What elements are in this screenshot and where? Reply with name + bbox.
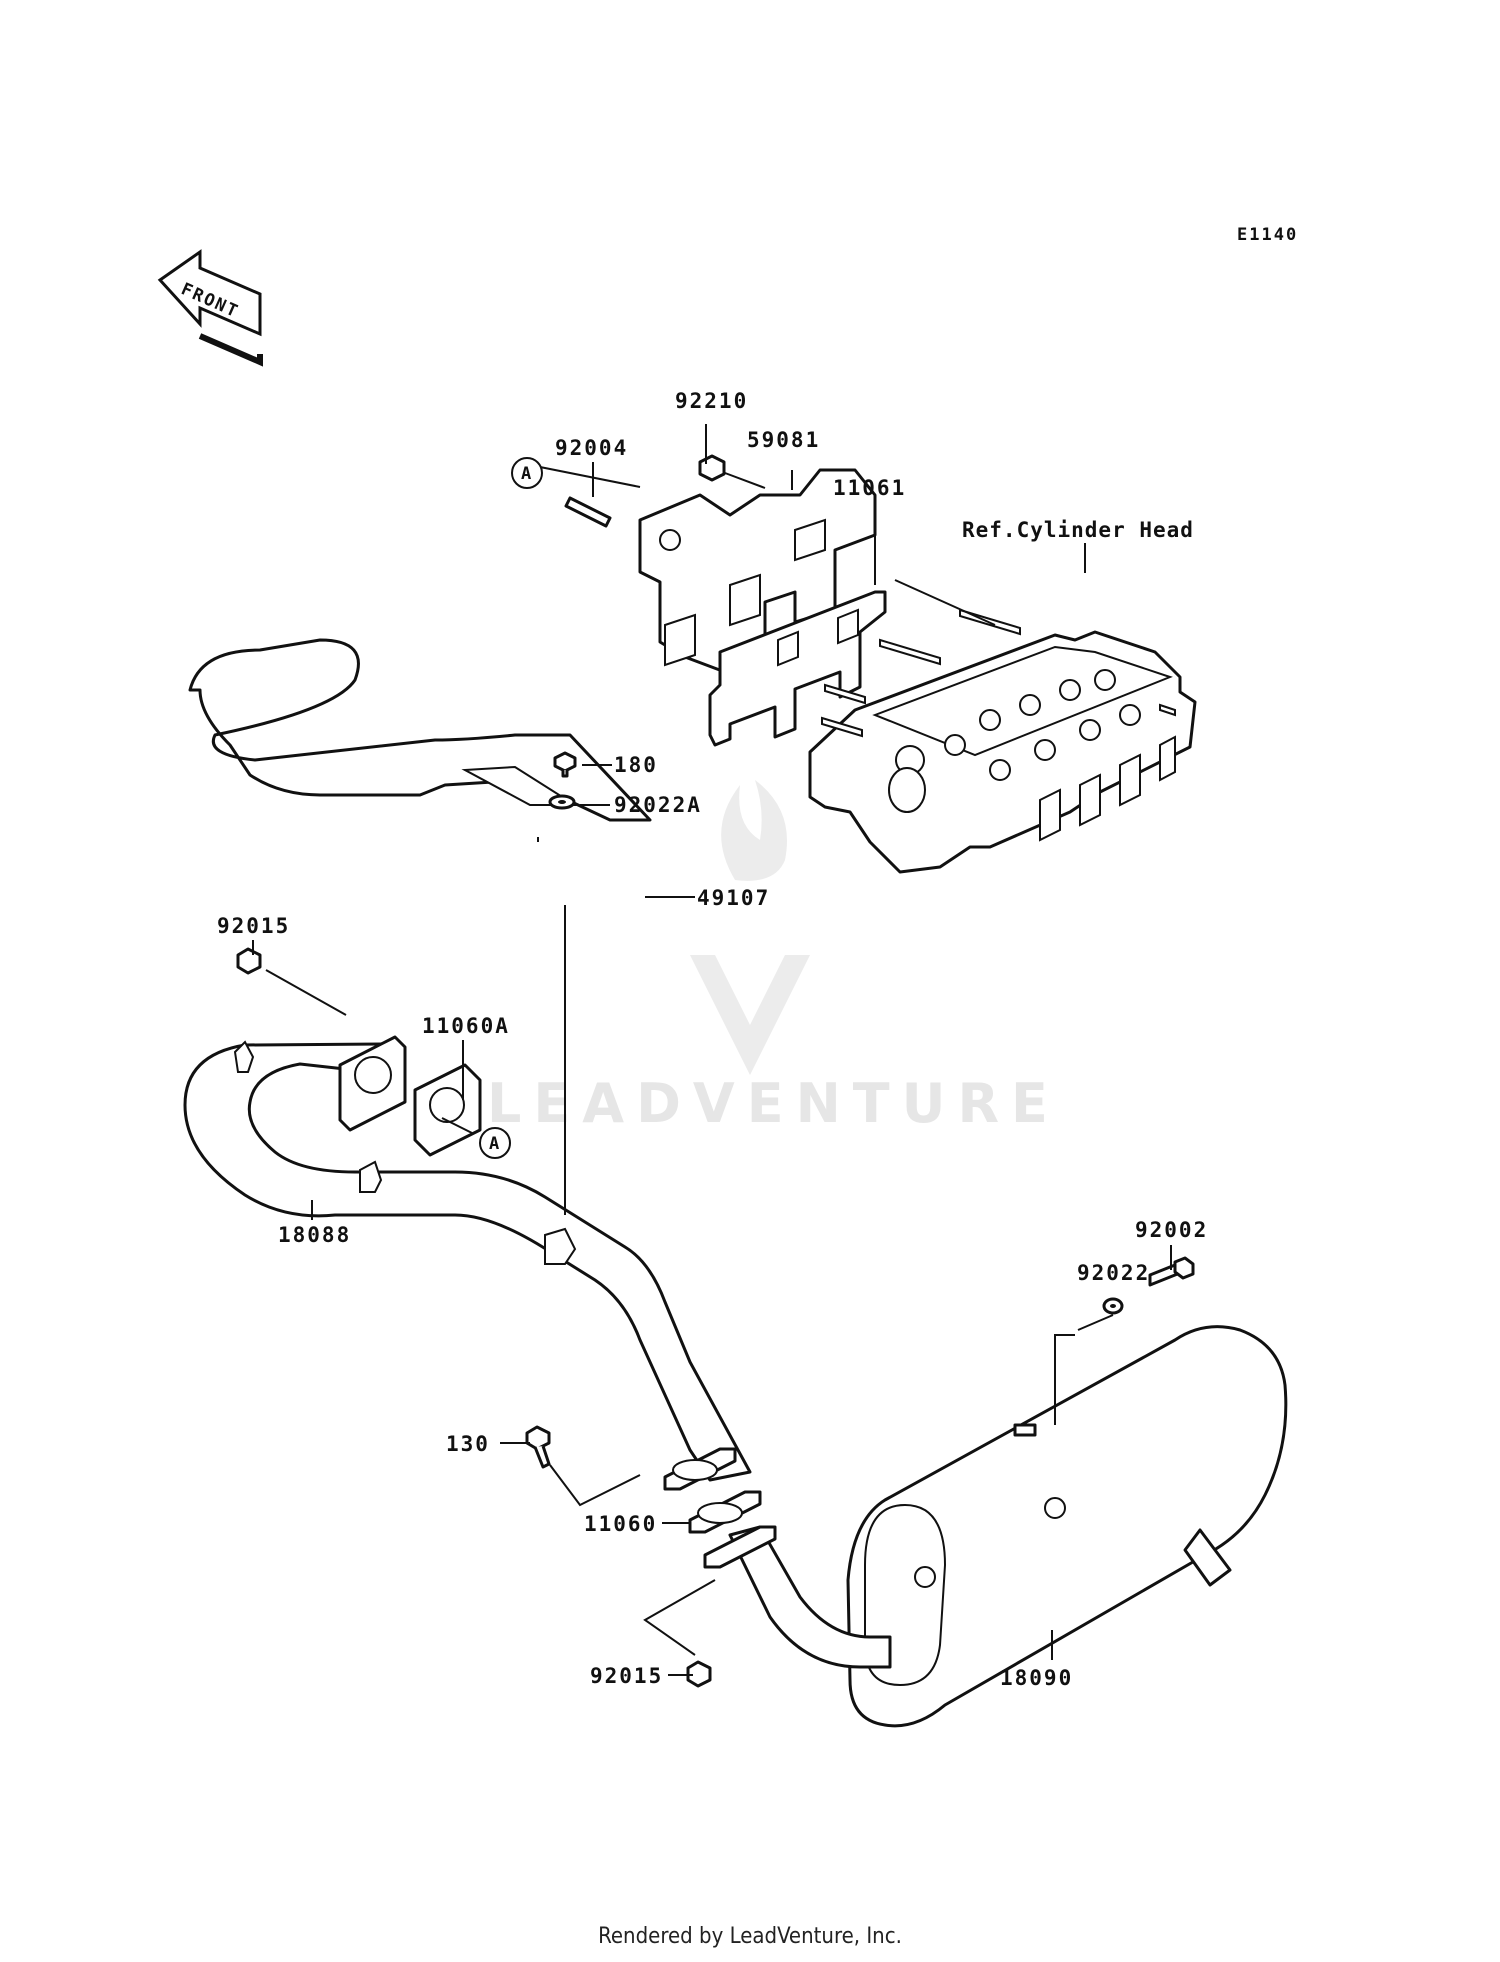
muffler-18090: [703, 1325, 1288, 1728]
footer-credit: Rendered by LeadVenture, Inc.: [598, 1924, 902, 1949]
bolt-130-icon: [525, 1425, 551, 1469]
part-label-11060a: 11060A: [422, 1014, 510, 1038]
callout-a-bottom: A: [479, 1127, 511, 1159]
part-label-11061: 11061: [833, 476, 906, 500]
muffler-bracket-49107: [188, 638, 652, 842]
gasket-11061: [708, 590, 887, 747]
nut-92015-top-icon: [236, 947, 262, 975]
part-label-180: 180: [614, 753, 658, 777]
pipe-flange-top: [338, 1035, 407, 1132]
part-label-49107: 49107: [697, 886, 770, 910]
front-arrow-icon: FRONT: [157, 249, 263, 367]
washer-92022-icon: [1102, 1297, 1124, 1315]
part-label-92015-bottom: 92015: [590, 1664, 663, 1688]
watermark-text: LEADVENTURE: [487, 1072, 1060, 1135]
watermark: LEADVENTURE: [487, 780, 1060, 1135]
part-label-92015-top: 92015: [217, 914, 290, 938]
exhaust-manifold: [638, 468, 877, 674]
part-label-18090: 18090: [1000, 1666, 1073, 1690]
part-label-18088: 18088: [278, 1223, 351, 1247]
diagram-code: E1140: [1237, 225, 1298, 245]
svg-text:A: A: [521, 464, 533, 484]
stud-92004-icon: [564, 496, 612, 528]
svg-text:A: A: [489, 1134, 501, 1154]
gasket-11060a: [413, 1063, 482, 1157]
reference-label: Ref.Cylinder Head: [962, 518, 1194, 542]
part-label-59081: 59081: [747, 428, 820, 452]
bolt-180-icon: [553, 751, 577, 778]
cylinder-head: [808, 608, 1197, 874]
nut-92210-icon: [698, 454, 726, 482]
leader-lines: [252, 424, 1172, 1676]
part-label-92022: 92022: [1077, 1261, 1150, 1285]
part-label-130: 130: [446, 1432, 490, 1456]
exhaust-pipe-18088: [183, 1040, 752, 1482]
nut-92015-bottom-icon: [686, 1660, 712, 1688]
part-label-11060: 11060: [584, 1512, 657, 1536]
part-label-92002: 92002: [1135, 1218, 1208, 1242]
gasket-11060: [663, 1447, 762, 1534]
part-label-92022a: 92022A: [614, 793, 702, 817]
washer-92022a-icon: [548, 794, 576, 810]
part-label-92210: 92210: [675, 389, 748, 413]
callout-a-top: A: [511, 457, 543, 489]
part-label-92004: 92004: [555, 436, 628, 460]
